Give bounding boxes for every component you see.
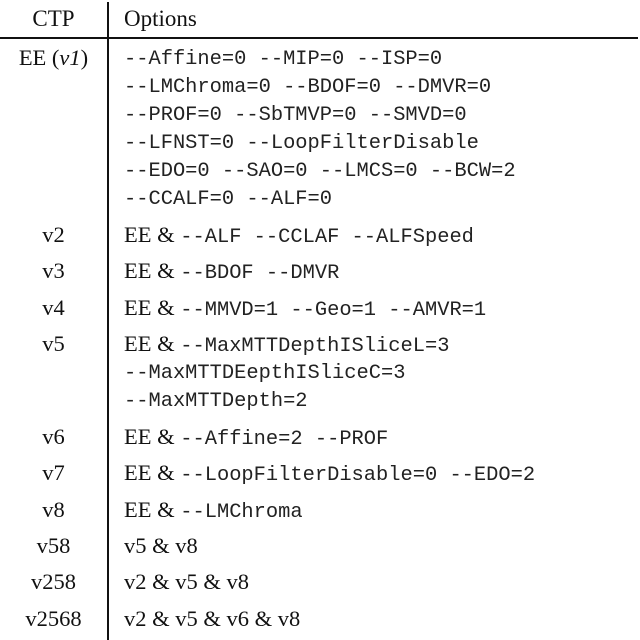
option-line: --Affine=0 --MIP=0 --ISP=0 [124,48,443,71]
column-divider [107,2,109,640]
option-line: --LFNST=0 --LoopFilterDisable [124,132,479,155]
option-line: --LMChroma=0 --BDOF=0 --DMVR=0 [124,76,492,99]
header-rule [0,37,638,39]
option-line: --MMVD=1 --Geo=1 --AMVR=1 [180,299,487,322]
options-cell: v2 & v5 & v6 & v8 [124,605,640,633]
options-cell: EE & --ALF --CCLAF --ALFSpeed [124,221,640,249]
ctp-cell: v4 [42,295,65,320]
option-line: v5 & v8 [124,533,198,558]
option-prefix: EE & [124,331,181,356]
option-line: --MaxMTTDEepthISliceC=3 [124,362,406,385]
option-line: v2 & v5 & v6 & v8 [124,606,301,631]
ctp-cell: EE (v1) [18,45,89,70]
option-line: --PROF=0 --SbTMVP=0 --SMVD=0 [124,104,467,127]
option-prefix: EE & [124,424,181,449]
options-cell: EE & --LoopFilterDisable=0 --EDO=2 [124,459,640,487]
option-line: --Affine=2 --PROF [180,428,389,451]
ctp-cell: v258 [31,569,76,594]
ctp-cell: v7 [42,460,65,485]
option-prefix: EE & [124,460,181,485]
option-line: --BDOF --DMVR [180,262,340,285]
ctp-italic: v1 [59,45,81,70]
header-ctp: CTP [32,6,75,31]
options-cell: EE & --LMChroma [124,496,640,524]
ctp-cell: v2568 [25,606,82,631]
option-line: --ALF --CCLAF --ALFSpeed [180,226,474,249]
ctp-cell: v8 [42,497,65,522]
option-line: --LoopFilterDisable=0 --EDO=2 [180,464,536,487]
options-cell: EE & --MaxMTTDepthISliceL=3 --MaxMTTDEep… [124,330,640,414]
option-line: --LMChroma [180,501,303,524]
options-cell: EE & --MMVD=1 --Geo=1 --AMVR=1 [124,294,640,322]
options-cell: v5 & v8 [124,532,640,560]
option-line: --MaxMTTDepthISliceL=3 [180,335,450,358]
option-line: --MaxMTTDepth=2 [124,390,308,413]
option-prefix: EE & [124,222,181,247]
options-cell: v2 & v5 & v8 [124,568,640,596]
options-cell: EE & --BDOF --DMVR [124,257,640,285]
ctp-cell: v58 [36,533,71,558]
option-prefix: EE & [124,295,181,320]
header-options: Options [124,6,197,31]
ctp-cell: v5 [42,331,65,356]
ctp-cell: v3 [42,258,65,283]
option-prefix: EE & [124,258,181,283]
option-line: --EDO=0 --SAO=0 --LMCS=0 --BCW=2 [124,160,516,183]
option-line: v2 & v5 & v8 [124,569,250,594]
options-cell: --Affine=0 --MIP=0 --ISP=0 --LMChroma=0 … [124,44,640,212]
ctp-cell: v2 [42,222,65,247]
options-cell: EE & --Affine=2 --PROF [124,423,640,451]
option-prefix: EE & [124,497,181,522]
option-line: --CCALF=0 --ALF=0 [124,188,333,211]
ctp-cell: v6 [42,424,65,449]
